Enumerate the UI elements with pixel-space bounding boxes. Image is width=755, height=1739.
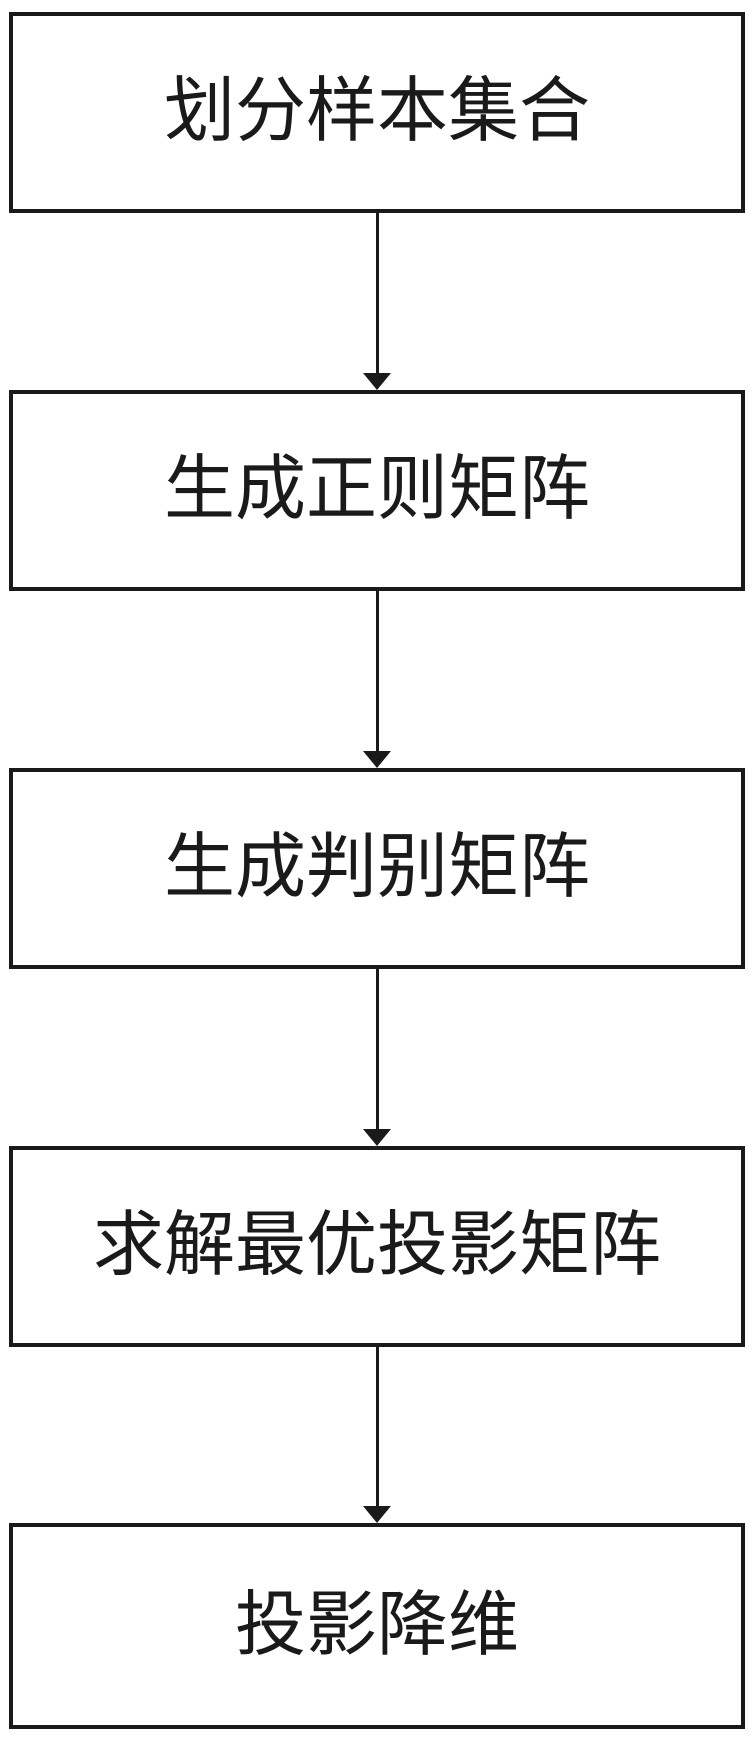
arrow-line: [375, 968, 379, 1129]
flow-step-2-label: 生成正则矩阵: [163, 451, 590, 529]
flow-step-1: 划分样本集合: [9, 12, 745, 213]
flow-step-5-label: 投影降维: [234, 1586, 519, 1665]
flow-step-3-label: 生成判别矩阵: [163, 829, 590, 907]
flow-arrow-1: [363, 213, 391, 390]
arrow-down-icon: [363, 373, 391, 390]
flow-step-2: 生成正则矩阵: [9, 390, 745, 591]
flow-step-3: 生成判别矩阵: [9, 768, 745, 969]
arrow-line: [375, 590, 379, 751]
arrow-line: [375, 1347, 379, 1506]
flow-step-4: 求解最优投影矩阵: [9, 1146, 745, 1347]
flow-step-1-label: 划分样本集合: [163, 73, 590, 151]
flow-step-5: 投影降维: [9, 1523, 745, 1729]
arrow-down-icon: [363, 1129, 391, 1146]
flow-arrow-3: [363, 968, 391, 1146]
arrow-down-icon: [363, 1506, 391, 1523]
flow-step-4-label: 求解最优投影矩阵: [92, 1207, 661, 1285]
flow-arrow-4: [363, 1347, 391, 1523]
arrow-down-icon: [363, 751, 391, 768]
flow-arrow-2: [363, 590, 391, 768]
arrow-line: [375, 213, 379, 373]
